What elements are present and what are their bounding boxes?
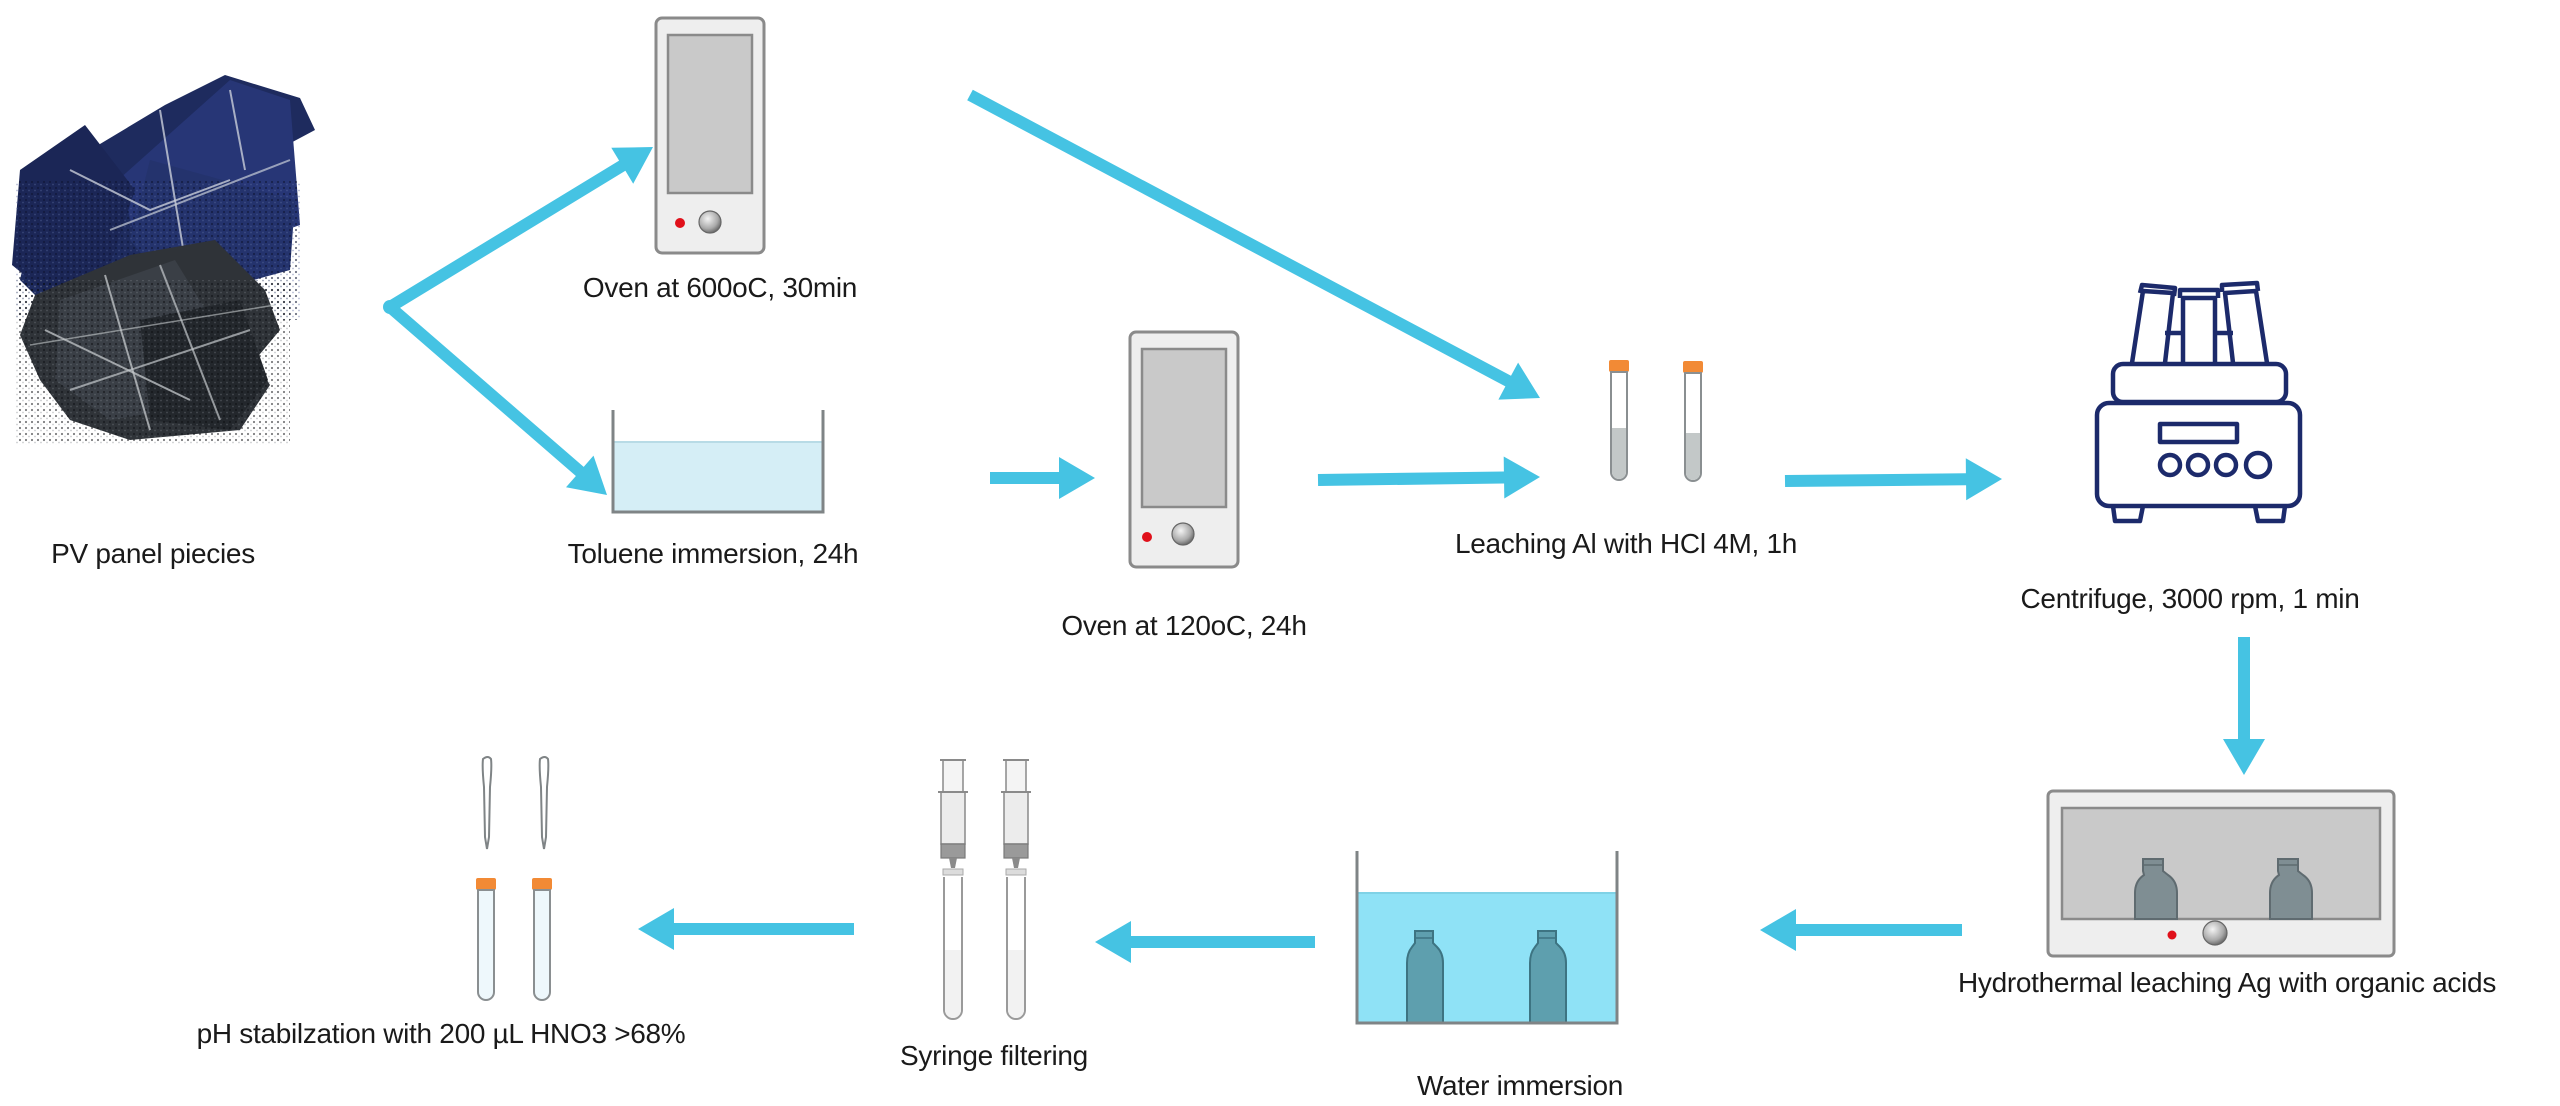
pipette-icon — [538, 756, 550, 850]
arrow-oven600-to-leach_al — [967, 89, 1540, 400]
oven-120-icon — [1128, 330, 1240, 569]
centrifuge-icon — [2094, 280, 2303, 524]
bottle-icon — [1406, 930, 1444, 1024]
arrow-junction — [383, 300, 397, 314]
label-pv-panel-pieces: PV panel piecies — [51, 538, 255, 569]
bottle-icon — [2269, 858, 2313, 920]
test-tube — [1683, 361, 1703, 482]
syringe-tube-assembly — [938, 759, 968, 1020]
arrow-hydrothermal-to-water — [1760, 909, 1962, 951]
arrow-pv-to-oven600 — [386, 147, 653, 313]
knob-icon — [698, 210, 722, 234]
oven-600-icon — [654, 16, 766, 255]
arrow-syringe-to-ph — [638, 908, 854, 950]
flow-arrows — [383, 89, 2265, 963]
label-syringe-filtering: Syringe filtering — [900, 1040, 1088, 1071]
indicator-light-icon — [1142, 532, 1152, 542]
arrow-toluene-to-oven120 — [990, 457, 1095, 499]
label-hydrothermal-leaching: Hydrothermal leaching Ag with organic ac… — [1957, 967, 2497, 998]
knob-icon — [2202, 920, 2228, 946]
label-oven-120: Oven at 120oC, 24h — [1061, 610, 1307, 641]
test-tube — [532, 878, 552, 1001]
arrow-pv-to-toluene — [386, 302, 607, 495]
pipette-tubes-icon — [476, 756, 552, 1001]
arrow-oven120-to-leach_al — [1317, 456, 1540, 499]
test-tube — [1609, 360, 1629, 481]
label-toluene-immersion: Toluene immersion, 24h — [567, 538, 859, 569]
toluene-bath-icon — [611, 410, 825, 514]
indicator-light-icon — [675, 218, 685, 228]
indicator-light-icon — [2167, 930, 2177, 940]
label-centrifuge: Centrifuge, 3000 rpm, 1 min — [2020, 583, 2360, 614]
test-tube — [476, 878, 496, 1001]
syringe-filter-icon — [938, 759, 1031, 1020]
arrow-leach_al-to-centrifuge — [1784, 458, 2002, 501]
knob-icon — [1171, 522, 1195, 546]
label-oven-600: Oven at 600oC, 30min — [582, 272, 858, 303]
test-tubes-icon — [1609, 360, 1703, 482]
water-bath-icon — [1355, 851, 1619, 1025]
pipette-icon — [481, 756, 493, 850]
hydrothermal-oven-icon — [2046, 789, 2396, 958]
pv-panel-pieces-image — [12, 75, 315, 445]
label-ph-stabilization: pH stabilzation with 200 µL HNO3 >68% — [196, 1018, 686, 1049]
arrow-centrifuge-to-hydrothermal — [2223, 637, 2265, 775]
pv-black-fragments — [15, 240, 290, 445]
label-water-immersion: Water immersion — [1416, 1070, 1624, 1101]
syringe-tube-assembly — [1001, 759, 1031, 1020]
label-leaching-al: Leaching Al with HCl 4M, 1h — [1454, 528, 1798, 559]
bottle-icon — [2134, 858, 2178, 920]
arrow-water-to-syringe — [1095, 921, 1315, 963]
